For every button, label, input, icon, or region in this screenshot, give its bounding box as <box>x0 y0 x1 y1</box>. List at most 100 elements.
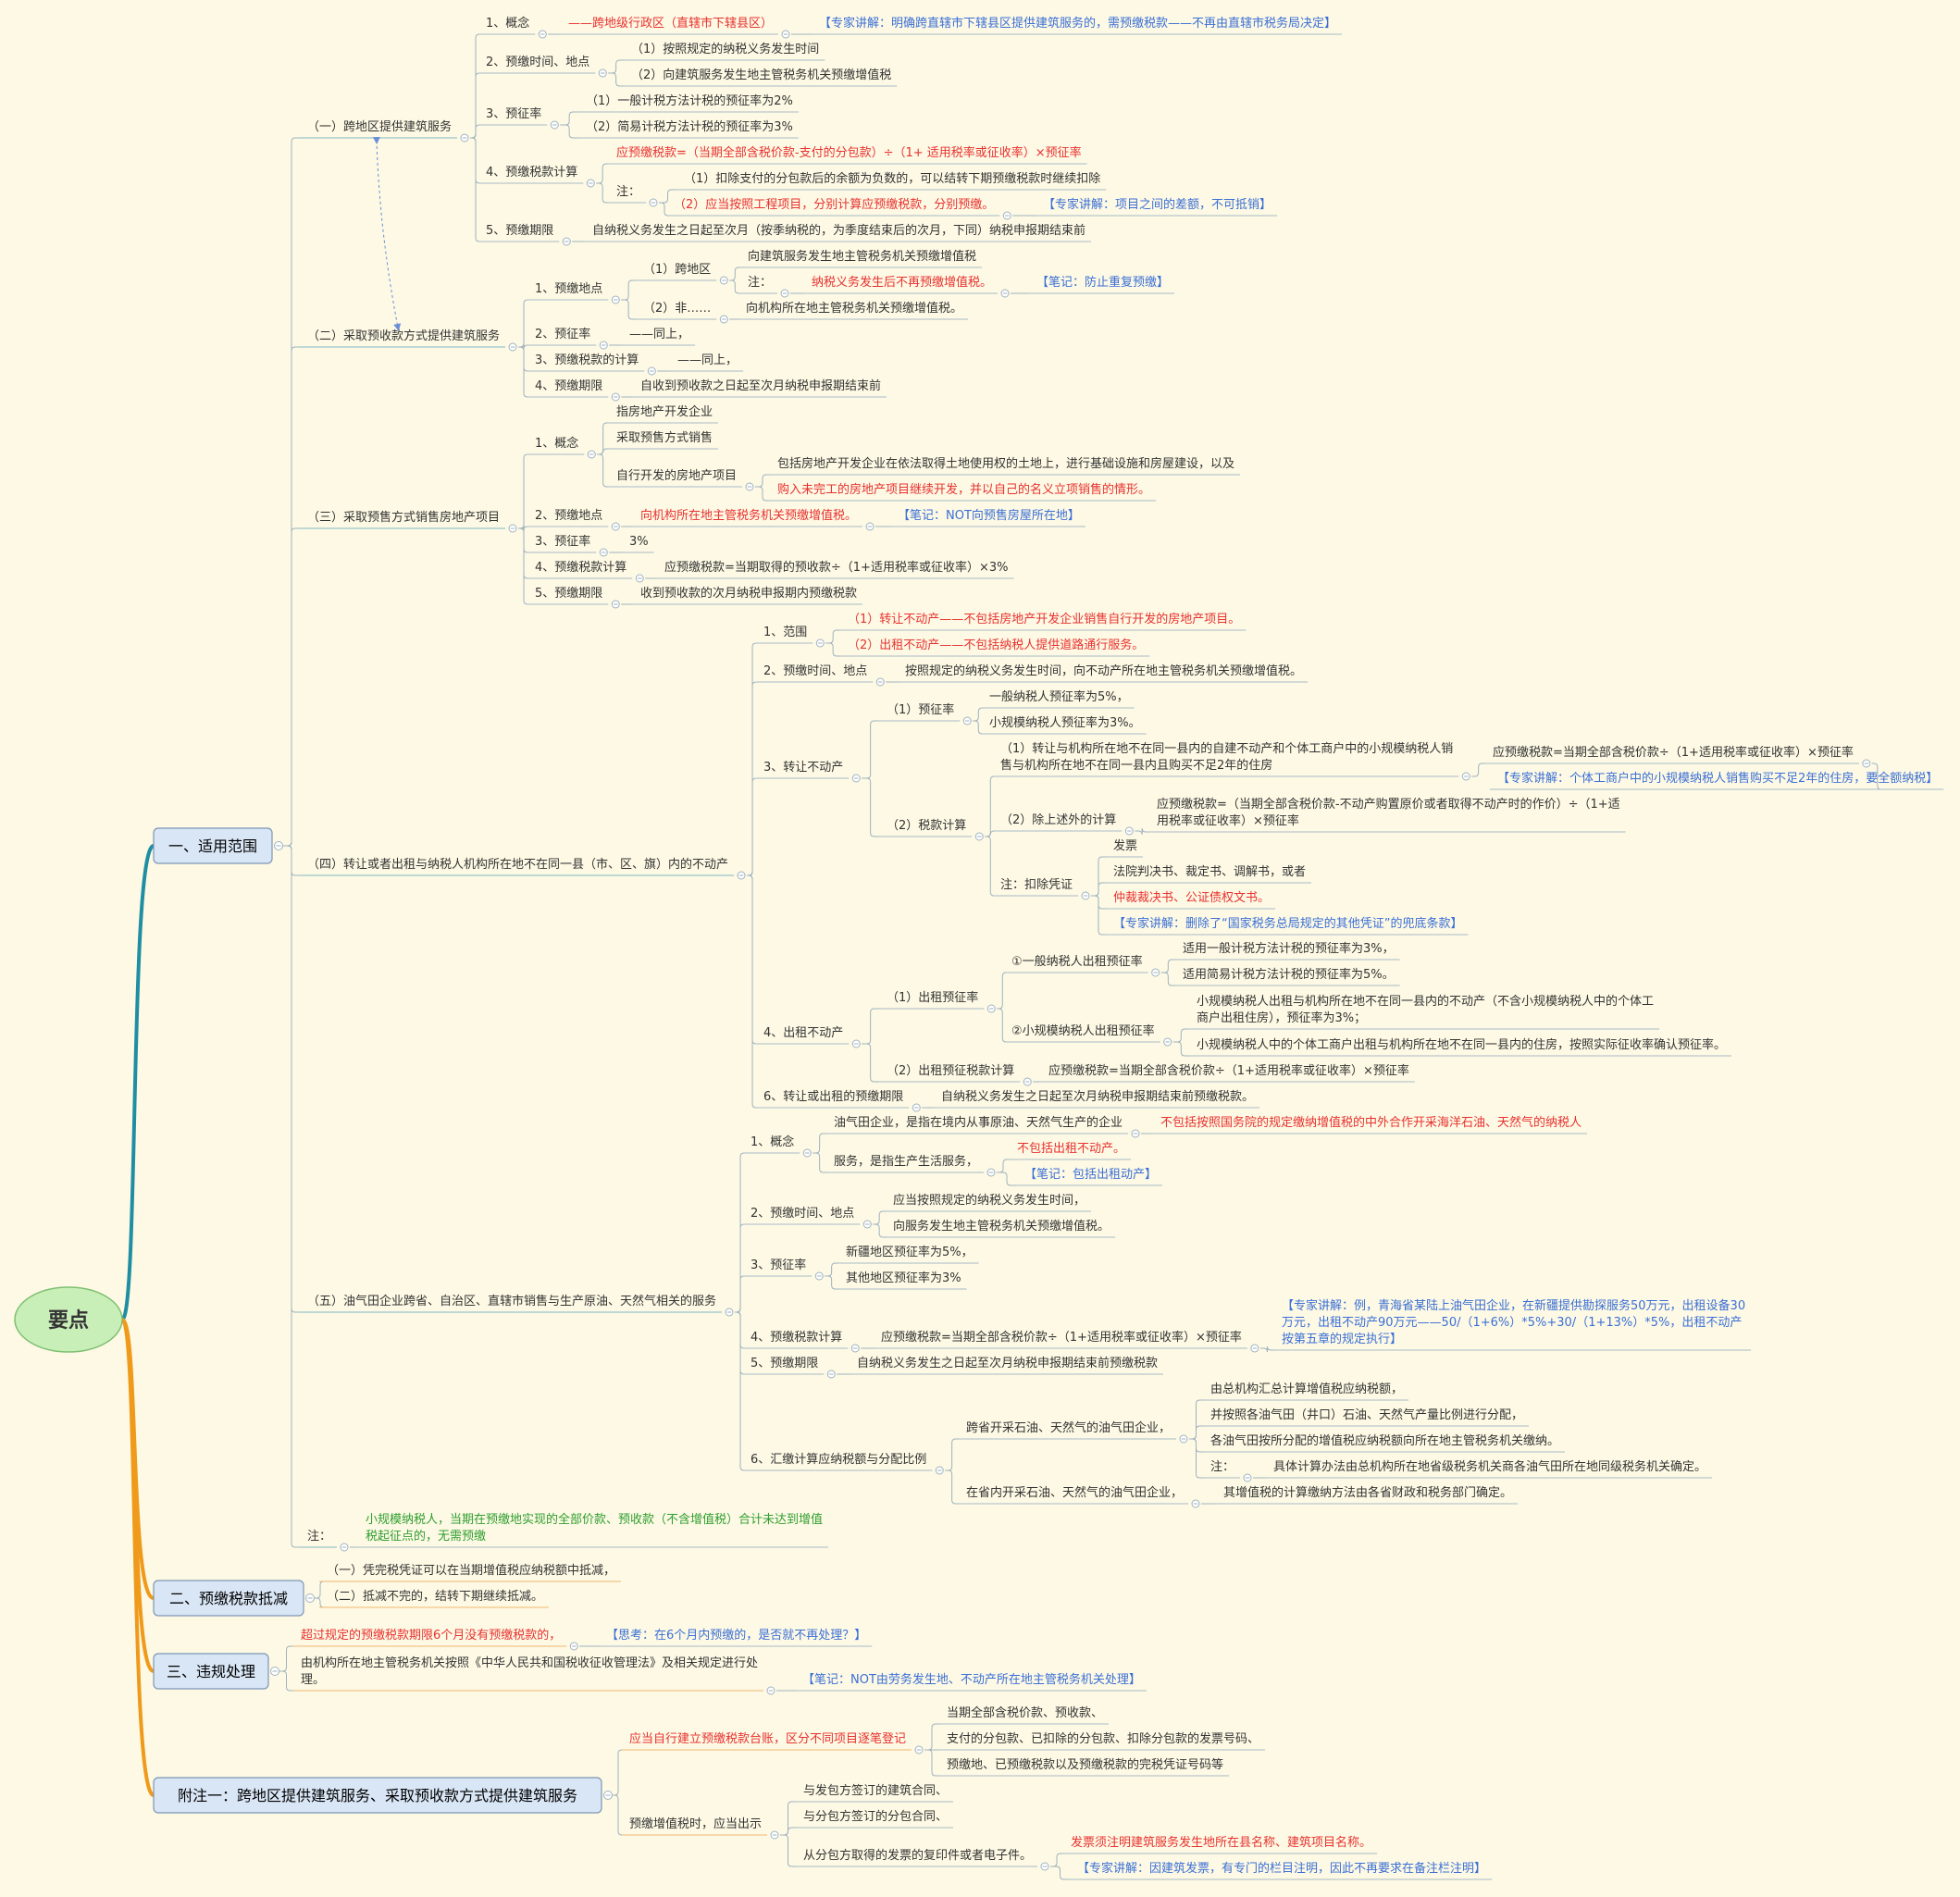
node-text: 1、概念 <box>535 436 578 451</box>
node-text: 预缴增值税时，应当出示 <box>629 1816 762 1831</box>
node-a5a: 自纳税义务发生之日起至次月（按季纳税的，为季度结束后的次月，下同）纳税申报期结束… <box>592 223 1085 238</box>
node-text: （五）油气田企业跨省、自治区、直辖市销售与生产原油、天然气相关的服务 <box>307 1294 716 1308</box>
node-e6a: 跨省开采石油、天然气的油气田企业， <box>966 1420 1171 1435</box>
section-node-appendix[interactable]: 附注一：跨地区提供建筑服务、采取预收款方式提供建筑服务 <box>153 1777 602 1814</box>
connector <box>747 874 757 1109</box>
node-text: （1）出租预征率 <box>887 990 978 1005</box>
node-text: 注： <box>307 1530 331 1544</box>
section-label-scope: 一、适用范围 <box>168 837 257 855</box>
node-text: 【笔记：NOT向预售房屋所在地】 <box>898 508 1080 523</box>
connector <box>973 720 983 735</box>
connector <box>659 202 669 217</box>
node-text: 3% <box>629 535 649 549</box>
connector <box>1172 1041 1189 1057</box>
node-e1b: 服务，是指生产生活服务， <box>834 1154 978 1169</box>
node-text: 一般纳税人预征率为5%， <box>989 689 1129 704</box>
node-e6b1: 其增值税的计算缴纳方法由各省财政和税务部门确定。 <box>1223 1485 1512 1500</box>
node-text: 小规模纳税人预征率为3%。 <box>989 715 1141 730</box>
node-text: 不包括出租不动产。 <box>1017 1142 1125 1156</box>
node-text: 应预缴税款=当期全部含税价款÷（1+适用税率或征收率）×预征率 <box>1493 745 1854 760</box>
connector <box>597 422 609 455</box>
section-node-offset[interactable]: 二、预缴税款抵减 <box>153 1580 304 1617</box>
node-text: 支付的分包款、已扣除的分包款、扣除分包款的发票号码、 <box>947 1731 1259 1746</box>
node-text: 收到预收款的次月纳税申报期内预缴税款 <box>640 586 857 601</box>
connector <box>1471 763 1485 777</box>
connector <box>985 830 995 837</box>
node-b1: 1、预缴地点 <box>535 282 602 296</box>
node-text: （二）采取预收款方式提供建筑服务 <box>307 329 500 343</box>
node-d3b3d: 【专家讲解：删除了“国家税务总局规定的其他凭证”的兜底条款】 <box>1113 916 1462 931</box>
node-text: 应预缴税款=当期全部含税价款÷（1+适用税率或征收率）×预征率 <box>881 1330 1242 1345</box>
node-h2: 由机构所在地主管税务机关按照《中华人民共和国税收征收管理法》及相关规定进行处理。 <box>301 1655 758 1687</box>
node-d4a1: ①一般纳税人出租预征率 <box>1011 954 1143 969</box>
connector <box>997 1159 1010 1173</box>
node-d1: 1、范围 <box>763 626 807 639</box>
connector <box>1172 1028 1189 1043</box>
connector <box>862 1043 879 1083</box>
connector <box>825 1275 838 1290</box>
node-text: 3、预征率 <box>751 1258 806 1272</box>
connector <box>985 775 995 837</box>
node-d3b1a: 应预缴税款=当期全部含税价款÷（1+适用税率或征收率）×预征率 <box>1493 745 1854 760</box>
node-text: 指房地产开发企业 <box>616 404 713 419</box>
node-a5: 5、预缴期限 <box>486 224 553 238</box>
node-b3: 3、预缴税款的计算 <box>535 353 639 367</box>
node-text: （2）除上述外的计算 <box>1000 812 1116 827</box>
node-i2c1: 发票须注明建筑服务发生地所在县名称、建筑项目名称。 <box>1071 1835 1371 1850</box>
node-c2b: 【笔记：NOT向预售房屋所在地】 <box>898 508 1080 523</box>
node-c1a: 指房地产开发企业 <box>616 404 713 419</box>
node-text: 应预缴税款=当期全部含税价款÷（1+适用税率或征收率）×预征率 <box>1048 1063 1409 1078</box>
connector <box>1050 1853 1063 1867</box>
node-text: 与分包方签订的分包合同、 <box>803 1809 948 1824</box>
node-text: 应预缴税款=（当期全部含税价款-支付的分包款）÷（1+ 适用税率或征收率）×预征… <box>616 145 1082 160</box>
connector <box>1050 1866 1070 1880</box>
node-e6a2: 并按照各油气田（井口）石油、天然气产量比例进行分配， <box>1210 1407 1523 1422</box>
node-text: 发票 <box>1113 838 1137 853</box>
connector <box>825 629 840 644</box>
section-label-violation: 三、违规处理 <box>167 1663 255 1680</box>
collapse-toggles[interactable] <box>270 30 1871 1871</box>
connector <box>470 137 480 184</box>
node-e2b: 向服务发生地主管税务机关预缴增值税。 <box>893 1219 1110 1234</box>
connector <box>945 1469 959 1505</box>
node-text: 商户出租住房），预征率为3%； <box>1197 1010 1366 1025</box>
node-text: （三）采取预售方式销售房地产项目 <box>307 510 500 525</box>
connector <box>813 1152 826 1173</box>
node-d: （四）转让或者出租与纳税人机构所在地不在同一县（市、区、旗）内的不动产 <box>307 857 728 872</box>
node-text: 各油气田按所分配的增值税应纳税额向所在地主管税务机关缴纳。 <box>1210 1433 1559 1448</box>
node-text: 1、预缴地点 <box>535 282 602 296</box>
node-b2: 2、预征率 <box>535 327 590 341</box>
connector <box>315 1581 325 1599</box>
node-d3b3b: 法院判决书、裁定书、调解书，或者 <box>1113 864 1306 879</box>
node-a4b2a: 【专家讲解：项目之间的差额，不可抵销】 <box>1043 197 1272 212</box>
node-text: 6、汇缴计算应纳税额与分配比例 <box>751 1452 926 1467</box>
node-e1b2: 【笔记：包括出租动产】 <box>1024 1167 1157 1182</box>
node-d3b: （2）税款计算 <box>887 819 966 833</box>
node-text: 【专家讲解：项目之间的差额，不可抵销】 <box>1043 197 1272 212</box>
node-text: 【专家讲解：删除了“国家税务总局规定的其他凭证”的兜底条款】 <box>1113 916 1462 931</box>
connector <box>283 527 300 847</box>
node-text: （二）抵减不完的，结转下期继续抵减。 <box>327 1589 543 1604</box>
node-d4a1a: 适用一般计税方法计税的预征率为3%， <box>1183 941 1395 956</box>
node-h1a: 【思考：在6个月内预缴的，是否就不再处理？】 <box>606 1628 866 1643</box>
node-text: 小规模纳税人，当期在预缴地实现的全部价款、预收款（不含增值税）合计未达到增值 <box>366 1512 823 1527</box>
node-g2: （二）抵减不完的，结转下期继续抵减。 <box>327 1589 543 1604</box>
connector <box>608 59 624 74</box>
section-node-violation[interactable]: 三、违规处理 <box>153 1653 269 1690</box>
connector <box>735 1311 745 1375</box>
connector <box>1259 1345 1274 1353</box>
node-text: 【笔记：包括出租动产】 <box>1024 1167 1157 1182</box>
connector <box>755 486 770 502</box>
node-text: （2）出租预征税款计算 <box>887 1064 1014 1078</box>
node-text: 按照规定的纳税义务发生时间，向不动产所在地主管税务机关预缴增值税。 <box>905 663 1302 678</box>
node-text: （2）应当按照工程项目，分别计算应预缴税款，分别预缴。 <box>674 197 994 212</box>
connector <box>518 299 528 348</box>
section-node-scope[interactable]: 一、适用范围 <box>153 827 273 864</box>
connector <box>560 111 578 126</box>
root-node[interactable]: 要点 <box>14 1286 123 1353</box>
connector <box>747 642 757 876</box>
node-a4b1: （1）扣除支付的分包款后的余额为负数的，可以结转下期预缴税款时继续扣除 <box>684 171 1100 186</box>
connector <box>873 1210 886 1225</box>
node-text: （2）简易计税方法计税的预征率为3% <box>586 119 793 134</box>
